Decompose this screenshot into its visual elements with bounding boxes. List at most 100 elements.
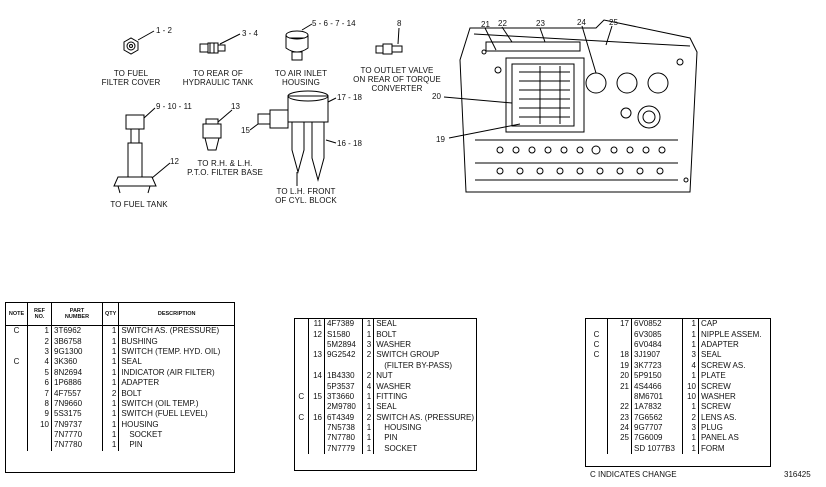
callout-3-4: 3 - 4 [242, 29, 259, 38]
note-cell [295, 433, 309, 444]
ref-number-cell [308, 339, 325, 351]
part-number-cell: 7N5738 [324, 422, 364, 434]
description-cell: NUT [376, 371, 393, 381]
callout-8: 8 [397, 19, 402, 28]
description-cell: FORM [701, 443, 725, 453]
part-number-cell: 6V0484 [631, 339, 683, 351]
part-number-cell: 9G2542 [324, 350, 364, 361]
note-cell [586, 443, 608, 455]
quantity-cell: 1 [102, 419, 120, 430]
ref-number-cell: 3 [27, 346, 52, 358]
note-cell [6, 367, 28, 378]
description-cell: BUSHING [121, 336, 158, 346]
quantity-cell: 1 [682, 319, 699, 330]
quantity-cell: 2 [362, 350, 375, 361]
label-air-inlet-housing: TO AIR INLET HOUSING [274, 69, 328, 87]
description-cell: SOCKET [384, 443, 418, 453]
description-cell: CAP [701, 319, 718, 329]
part-number-cell: 2M9780 [324, 402, 364, 413]
description-cell: SEAL [376, 319, 397, 329]
part-number-cell: 7N7780 [51, 440, 103, 451]
quantity-cell: 1 [682, 433, 699, 444]
note-cell [586, 360, 608, 371]
page-number: 316425 [784, 470, 811, 479]
quantity-cell: 1 [682, 402, 699, 413]
ref-number-cell: 23 [607, 412, 632, 423]
part-number-cell: 6T4349 [324, 412, 364, 423]
note-cell: C [6, 325, 28, 337]
part-number-cell: 6V0852 [631, 319, 683, 330]
description-cell: PANEL AS [701, 433, 739, 443]
description-cell: PIN [129, 440, 143, 450]
ref-number-cell [607, 443, 632, 455]
quantity-cell: 3 [682, 350, 699, 361]
part-number-cell: 7N9660 [51, 398, 103, 410]
quantity-cell: 1 [102, 377, 120, 389]
note-cell [295, 339, 309, 351]
note-cell [6, 419, 28, 430]
note-cell [295, 370, 309, 382]
quantity-cell: 1 [102, 440, 120, 451]
note-cell [6, 429, 28, 441]
quantity-cell: 2 [682, 412, 699, 423]
part-number-cell: 4F7389 [324, 319, 364, 330]
header-note: NOTE [6, 303, 28, 326]
ref-number-cell: 19 [607, 360, 632, 371]
quantity-cell: 10 [682, 381, 699, 392]
quantity-cell: 1 [682, 443, 699, 455]
description-cell: BOLT [121, 388, 142, 398]
ref-number-cell: 17 [607, 319, 632, 330]
description-cell: INDICATOR (AIR FILTER) [121, 367, 215, 377]
note-cell [295, 329, 309, 340]
ref-number-cell: 13 [308, 350, 325, 361]
callout-25: 25 [609, 18, 618, 27]
part-number-cell: 8N2694 [51, 367, 103, 378]
quantity-cell: 1 [102, 429, 120, 441]
footnote-indicates-change: C INDICATES CHANGE [590, 470, 677, 479]
description-cell: FITTING [376, 391, 408, 401]
description-cell: PLATE [701, 371, 726, 381]
ref-number-cell: 18 [607, 350, 632, 361]
description-cell: SCREW AS. [701, 360, 746, 370]
ref-number-cell: 8 [27, 398, 52, 410]
table-row: (FILTER BY-PASS) [295, 360, 476, 371]
description-cell: WASHER [376, 381, 412, 391]
part-number-cell: 4S4466 [631, 381, 683, 392]
note-cell [586, 412, 608, 423]
description-cell: PLUG [701, 423, 723, 433]
header-ref: REF NO. [27, 303, 52, 326]
ref-number-cell [308, 381, 325, 392]
ref-number-cell: 25 [607, 433, 632, 444]
quantity-cell: 2 [362, 412, 375, 423]
ref-number-cell [27, 440, 52, 451]
note-cell: C [6, 357, 28, 368]
note-cell [586, 422, 608, 434]
note-cell [6, 388, 28, 399]
callout-17-18: 17 - 18 [337, 93, 362, 102]
ref-number-cell [308, 422, 325, 434]
note-cell [6, 398, 28, 410]
part-number-cell: S1580 [324, 329, 364, 340]
part-number-cell: 3T6962 [51, 325, 103, 337]
quantity-cell: 1 [682, 329, 699, 340]
quantity-cell: 2 [102, 388, 120, 399]
part-number-cell: 9G7707 [631, 422, 683, 434]
quantity-cell: 1 [362, 402, 375, 413]
note-cell [586, 402, 608, 413]
parts-table-1: NOTE REF NO. PART NUMBER QTY DESCRIPTION… [6, 303, 234, 451]
